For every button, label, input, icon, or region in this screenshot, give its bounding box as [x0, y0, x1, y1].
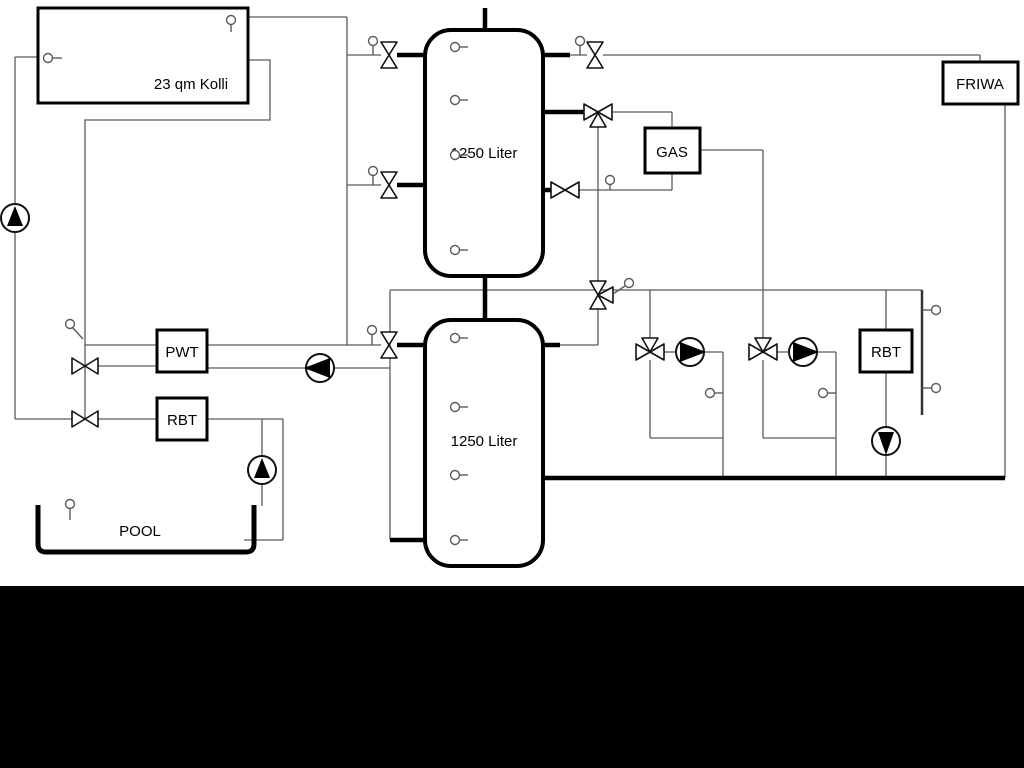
valve-tank1-right-top	[586, 41, 604, 69]
pool-pump	[247, 455, 277, 485]
three-way-mixer-circuit-1	[635, 337, 665, 361]
three-way-mixer-circuit-2	[748, 337, 778, 361]
pool-basin: POOL	[35, 505, 257, 555]
friwa-box: FRIWA	[941, 60, 1020, 106]
sensor-tank2-2	[449, 401, 468, 413]
sensor-circuit-2	[817, 387, 836, 399]
sensor-valve-right-top	[574, 35, 586, 55]
sensor-return-valve	[612, 277, 635, 295]
sensor-circuit-1	[704, 387, 723, 399]
valve-tank1-mid	[380, 171, 398, 199]
sensor-supply-line	[64, 318, 84, 340]
sensor-valve-tank1-top	[367, 35, 379, 55]
sensor-tank2-4	[449, 534, 468, 546]
buffer-tank-1: 1250 Liter	[423, 28, 545, 278]
valves	[71, 41, 778, 428]
temperature-sensors	[42, 14, 942, 546]
valve-pool-rbt	[71, 410, 99, 428]
sensor-tank2-3	[449, 469, 468, 481]
solar-pump	[0, 203, 30, 233]
sensor-tank1-1	[449, 41, 468, 53]
pipes-thick	[390, 8, 1005, 543]
tank2-label: 1250 Liter	[451, 433, 518, 450]
valve-tank1-top	[380, 41, 398, 69]
rbt-right-pump	[871, 426, 901, 456]
pwt-pump	[304, 353, 335, 383]
sensor-tank1-4	[449, 244, 468, 256]
valve-collector-pwt	[71, 357, 99, 375]
buffer-tank-2: 1250 Liter	[423, 318, 545, 568]
pumps	[0, 203, 901, 485]
sensor-gas-return	[604, 174, 616, 190]
valve-gas-return	[550, 181, 580, 199]
sensor-tank1-2	[449, 94, 468, 106]
pwt-box: PWT	[155, 328, 209, 374]
sensor-separator-bottom	[922, 382, 942, 394]
collector-label: 23 qm Kolli	[154, 76, 228, 93]
sensor-tank2-1	[449, 332, 468, 344]
sensor-valve-tank2-top	[366, 324, 378, 345]
rbt-right-label: RBT	[871, 344, 901, 361]
solar-collector: 23 qm Kolli	[36, 6, 250, 105]
gas-boiler-box: GAS	[643, 126, 702, 175]
sensor-pool	[64, 498, 76, 520]
rbt-left-label: RBT	[167, 412, 197, 429]
sensor-collector-top	[225, 14, 237, 32]
sensor-valve-tank1-mid	[367, 165, 379, 185]
valve-tank2-top	[380, 331, 398, 359]
friwa-label: FRIWA	[956, 76, 1004, 93]
circuit2-pump	[788, 337, 819, 367]
gas-label: GAS	[656, 144, 688, 161]
sensor-separator-top	[922, 304, 942, 316]
sensor-tank1-3	[449, 149, 468, 161]
pool-label: POOL	[119, 523, 161, 540]
three-way-valve-gas-flow	[583, 103, 613, 128]
circuit1-pump	[675, 337, 706, 367]
pwt-label: PWT	[165, 344, 198, 361]
letterbox	[0, 586, 1024, 768]
three-way-valve-return	[589, 280, 614, 310]
tank1-label: 1250 Liter	[451, 145, 518, 162]
rbt-right-box: RBT	[858, 328, 914, 374]
rbt-left-box: RBT	[155, 396, 209, 442]
sensor-collector-left	[42, 52, 62, 64]
